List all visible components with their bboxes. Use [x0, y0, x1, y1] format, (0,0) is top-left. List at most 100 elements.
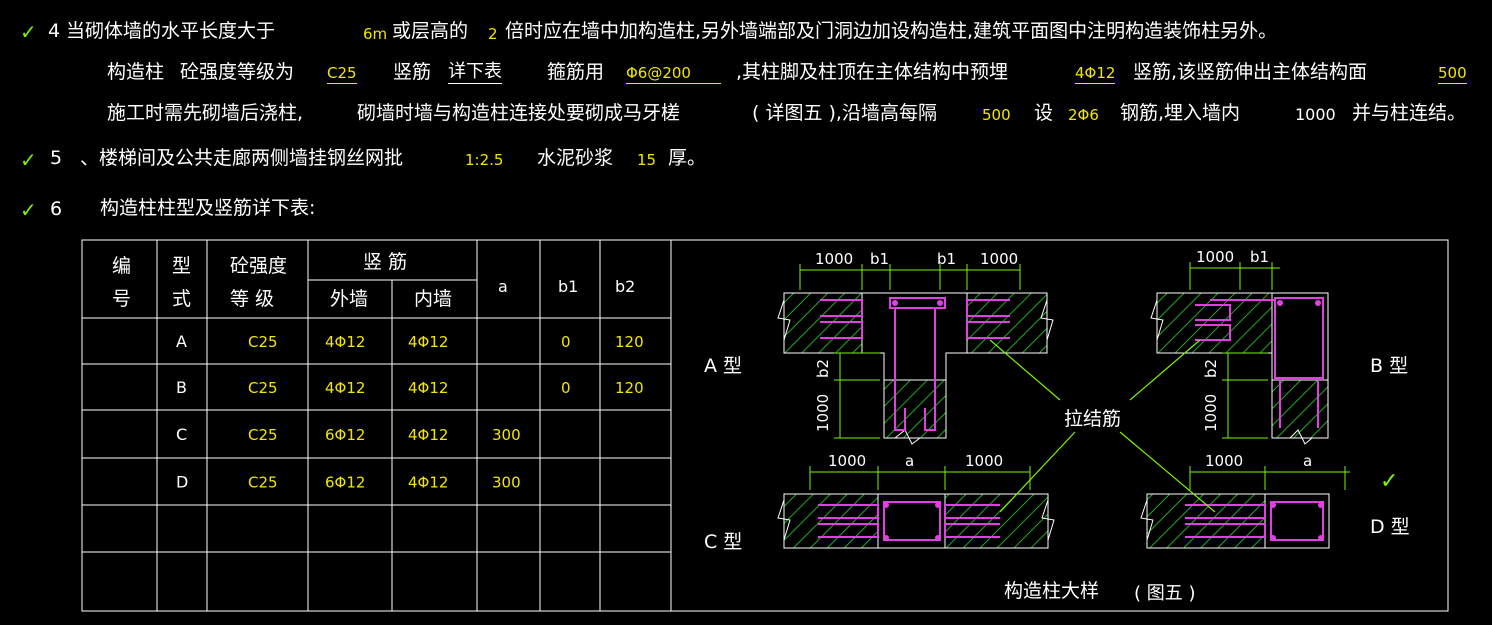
detail-title: 构造柱大样	[1004, 580, 1099, 602]
cell-inner: 4Φ12	[408, 474, 448, 492]
cell-inner: 4Φ12	[408, 426, 448, 444]
header-b2: b2	[615, 277, 635, 296]
note4-l2-val2: 详下表	[448, 61, 502, 84]
cell-type: D	[176, 473, 188, 492]
note4-text3: 倍时应在墙中加构造柱,另外墙端部及门洞边加设构造柱,建筑平面图中注明构造装饰柱另…	[505, 20, 1278, 42]
cell-outer: 4Φ12	[325, 333, 365, 351]
note4-l2-text3: 竖筋	[393, 61, 432, 83]
header-type-bottom: 式	[172, 288, 191, 310]
header-id-bottom: 号	[112, 288, 131, 310]
note4-l2-text4: 箍筋用	[547, 61, 605, 83]
cell-grade: C25	[248, 474, 278, 492]
dim-c-a: a	[905, 452, 914, 470]
note4-val2: 2	[488, 25, 498, 43]
label-d-type: D 型	[1370, 516, 1410, 538]
cell-b1: 0	[561, 379, 571, 397]
table-row: A C25 4Φ12 4Φ12 0 120	[176, 332, 644, 351]
note4-l3-text3: ( 详图五 ),沿墙高每隔	[752, 102, 937, 124]
note4-l3-text2: 砌墙时墙与构造柱连接处要砌成马牙槎	[357, 102, 681, 124]
table-headers: 编 号 型 式 砼强度 等 级 竖 筋 外墙 内墙 a b1 b2	[112, 251, 635, 310]
note4-l3-val3: 1000	[1295, 105, 1336, 124]
tie-rebar-leaders	[989, 339, 1216, 513]
note4-val1: 6m	[363, 25, 388, 43]
note4-l2-val5: 500	[1438, 64, 1467, 84]
table-row: D C25 6Φ12 4Φ12 300	[176, 473, 521, 492]
header-a: a	[498, 277, 508, 296]
check-mark-6: ✓	[20, 198, 37, 222]
cell-outer: 6Φ12	[325, 426, 365, 444]
note6-text1: 构造柱柱型及竖筋详下表:	[100, 197, 316, 219]
label-b-type: B 型	[1370, 355, 1408, 377]
note4-l3-text1: 施工时需先砌墙后浇柱,	[107, 102, 304, 124]
cell-type: B	[176, 378, 187, 397]
detail-d-type	[1140, 466, 1350, 549]
dim-c-1000-left: 1000	[828, 452, 866, 470]
note4-l3-text6: 并与柱连结。	[1352, 102, 1467, 124]
note5-val1: 1:2.5	[465, 151, 504, 169]
dim-b-b1: b1	[1250, 248, 1269, 266]
note4-text1: 当砌体墙的水平长度大于	[66, 20, 276, 42]
note5-num: 5	[50, 147, 63, 169]
dim-b-1000: 1000	[1196, 248, 1234, 266]
note4-l2-val4: 4Φ12	[1075, 64, 1116, 84]
note4-l3-val1: 500	[982, 106, 1011, 124]
note4-text2: 或层高的	[392, 20, 469, 42]
header-b1: b1	[558, 277, 578, 296]
header-type-top: 型	[172, 255, 191, 277]
tie-rebar-label: 拉结筋	[1064, 408, 1121, 430]
header-grade-top: 砼强度	[230, 255, 287, 277]
detail-a-type	[777, 264, 1054, 445]
cell-a: 300	[492, 426, 521, 444]
note6-num: 6	[50, 198, 63, 220]
note4-l3-val2: 2Φ6	[1068, 106, 1099, 124]
note4-l2-val1: C25	[327, 64, 357, 84]
note5-val2: 15	[637, 151, 657, 169]
rebar-table	[81, 239, 1449, 612]
dim-b-1000-vertical: 1000	[1202, 394, 1220, 432]
note5-text3: 厚。	[668, 147, 707, 169]
cell-outer: 6Φ12	[325, 474, 365, 492]
detail-b-type	[1150, 262, 1329, 445]
cell-type: A	[176, 332, 187, 351]
header-grade-bottom: 等 级	[230, 288, 274, 310]
detail-drawings: A 型 B 型 C 型 D 型 拉结筋 构造柱大样 ( 图五 ) ✓ 1000 …	[704, 248, 1410, 604]
check-mark-5: ✓	[20, 148, 37, 172]
label-c-type: C 型	[704, 531, 742, 553]
figure-number: ( 图五 )	[1134, 583, 1196, 604]
label-a-type: A 型	[704, 355, 742, 377]
check-mark-4: ✓	[20, 20, 37, 44]
cell-a: 300	[492, 474, 521, 492]
note4-l3-text4: 设	[1034, 102, 1054, 124]
note4-l2-text6: 竖筋,该竖筋伸出主体结构面	[1133, 61, 1368, 83]
header-outer: 外墙	[330, 288, 368, 310]
cell-b2: 120	[615, 333, 644, 351]
cell-outer: 4Φ12	[325, 379, 365, 397]
dim-c-1000-right: 1000	[965, 452, 1003, 470]
dim-a-1000-right: 1000	[980, 250, 1018, 268]
note5-text2: 水泥砂浆	[537, 147, 614, 169]
detail-check-mark: ✓	[1380, 469, 1398, 494]
note4-l3-text5: 钢筋,埋入墙内	[1120, 102, 1241, 124]
detail-c-type	[777, 466, 1055, 549]
cell-inner: 4Φ12	[408, 333, 448, 351]
dim-a-1000-vertical: 1000	[814, 394, 832, 432]
cell-inner: 4Φ12	[408, 379, 448, 397]
note4-l2-text1: 构造柱	[107, 61, 165, 83]
note4-num: 4	[48, 20, 61, 42]
note4-l2-text5: ,其柱脚及柱顶在主体结构中预埋	[736, 61, 1009, 83]
header-inner: 内墙	[414, 288, 452, 310]
dim-b-b2: b2	[1202, 359, 1220, 378]
cell-grade: C25	[248, 426, 278, 444]
note5-text1: 、楼梯间及公共走廊两侧墙挂钢丝网批	[80, 147, 404, 169]
note4-l2-text2: 砼强度等级为	[180, 61, 295, 83]
note4-l2-val3: Φ6@200	[626, 66, 721, 84]
dim-a-1000-left: 1000	[815, 250, 853, 268]
cell-b1: 0	[561, 333, 571, 351]
dim-a-b1-left: b1	[870, 250, 889, 268]
cell-grade: C25	[248, 333, 278, 351]
dim-a-b2: b2	[814, 359, 832, 378]
